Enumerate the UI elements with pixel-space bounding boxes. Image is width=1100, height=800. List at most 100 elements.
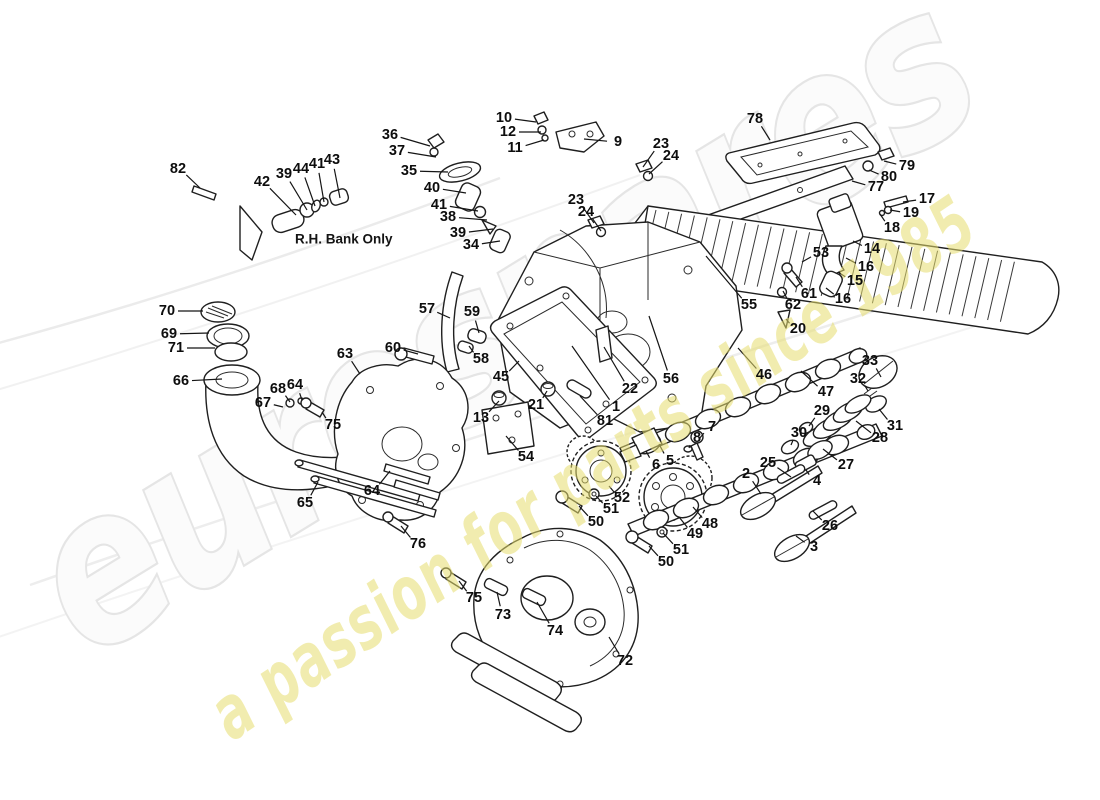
leader-line-6 [645, 450, 651, 458]
leader-line-30 [790, 440, 794, 446]
part-callout-25: 25 [759, 455, 777, 471]
part-callout-20: 20 [789, 321, 807, 337]
part-callout-74: 74 [546, 623, 564, 639]
leader-line-25 [777, 467, 792, 478]
leader-line-1 [571, 345, 611, 401]
leader-line-23 [582, 206, 595, 224]
leader-line-65 [310, 481, 319, 496]
part-callout-38: 38 [439, 209, 457, 225]
leader-lines [178, 118, 917, 654]
leader-line-50 [648, 545, 659, 557]
cam-cover-rib [871, 243, 887, 304]
part-callout-33: 33 [861, 353, 879, 369]
part-callout-24: 24 [577, 204, 595, 220]
part-callout-51: 51 [672, 542, 690, 558]
part-callout-41: 41 [308, 156, 326, 172]
part-callout-75: 75 [465, 590, 483, 606]
part-callout-78: 78 [746, 111, 764, 127]
leader-line-46 [737, 347, 757, 369]
leader-line-53 [801, 256, 812, 263]
cam-cover-rib [731, 222, 747, 284]
leader-line-80 [868, 169, 879, 175]
part-callout-31: 31 [886, 418, 904, 434]
leader-line-19 [889, 209, 901, 213]
leader-line-3 [795, 535, 805, 543]
part-callout-10: 10 [495, 110, 513, 126]
leader-line-34 [481, 240, 501, 245]
leader-line-41 [449, 205, 479, 212]
part-callout-45: 45 [492, 369, 510, 385]
part-callout-9: 9 [613, 134, 623, 150]
leader-line-15 [837, 271, 846, 278]
cam-cover-rib [999, 261, 1015, 322]
part-callout-11: 11 [507, 140, 523, 156]
part-callout-64: 64 [286, 377, 304, 393]
part-callout-7: 7 [707, 419, 717, 435]
leader-line-8 [688, 444, 691, 449]
cam-cover-rib [935, 252, 951, 313]
leader-line-13 [488, 400, 500, 413]
cam-cover-rib [910, 248, 926, 309]
part-callout-61: 61 [800, 286, 818, 302]
part-callout-16: 16 [857, 259, 875, 275]
part-callout-77: 77 [867, 179, 885, 195]
leader-line-21 [542, 390, 548, 399]
part-callout-52: 52 [613, 490, 631, 506]
part-callout-62: 62 [784, 297, 802, 313]
leader-line-42 [269, 187, 297, 216]
leader-line-55 [705, 255, 743, 299]
part-callout-12: 12 [499, 124, 517, 140]
part-callout-76: 76 [409, 536, 427, 552]
leader-line-56 [648, 315, 668, 371]
leader-line-39 [468, 228, 494, 233]
part-callout-59: 59 [463, 304, 481, 320]
part-callout-56: 56 [662, 371, 680, 387]
leader-line-78 [760, 126, 771, 141]
part-callout-55: 55 [740, 297, 758, 313]
leader-line-77 [851, 180, 866, 186]
leader-line-47 [800, 370, 818, 387]
leader-line-31 [878, 408, 888, 420]
leader-line-40 [442, 188, 467, 194]
part-callout-23: 23 [567, 192, 585, 208]
leader-line-16 [845, 257, 857, 264]
leader-line-29 [808, 417, 816, 427]
cam-cover-rib [897, 246, 913, 308]
leader-line-11 [525, 139, 545, 147]
leader-line-39 [289, 181, 308, 211]
leader-line-5 [658, 443, 665, 454]
leader-line-9 [583, 138, 608, 142]
part-callout-16: 16 [834, 291, 852, 307]
leader-line-60 [403, 349, 419, 355]
part-callout-80: 80 [880, 169, 898, 185]
leader-line-33 [875, 368, 882, 378]
part-callout-35: 35 [400, 163, 418, 179]
part-callout-67: 67 [254, 395, 272, 411]
leader-line-67 [273, 404, 284, 408]
leader-line-50 [578, 505, 589, 517]
part-callout-47: 47 [817, 384, 835, 400]
leader-line-52 [608, 485, 615, 493]
valve-train-shape [739, 355, 898, 563]
leader-line-66 [191, 378, 223, 382]
part-callout-42: 42 [253, 174, 271, 190]
part-callout-54: 54 [517, 449, 535, 465]
part-callout-70: 70 [158, 303, 176, 319]
leader-line-32 [864, 385, 869, 392]
leader-line-26 [812, 510, 823, 521]
part-callout-43: 43 [323, 152, 341, 168]
part-callout-5: 5 [665, 453, 675, 469]
leader-line-57 [436, 311, 451, 319]
leader-line-68 [284, 395, 291, 403]
part-callout-51: 51 [602, 501, 620, 517]
part-callout-34: 34 [462, 237, 480, 253]
part-callout-71: 71 [167, 340, 185, 356]
part-callout-72: 72 [616, 653, 634, 669]
part-callout-32: 32 [849, 371, 867, 387]
part-callout-39: 39 [275, 166, 293, 182]
part-callout-64: 64 [363, 483, 381, 499]
leader-line-61 [795, 276, 803, 288]
cam-cover-rib [743, 224, 759, 285]
